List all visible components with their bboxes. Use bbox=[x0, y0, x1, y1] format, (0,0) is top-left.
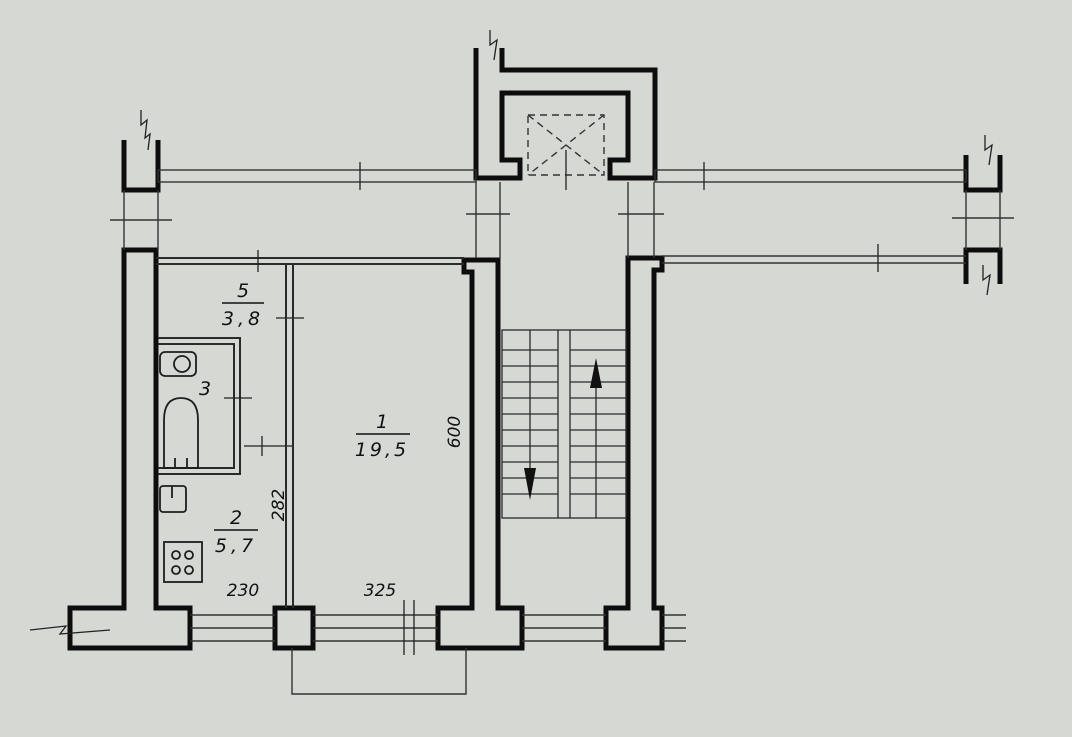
windows bbox=[190, 600, 686, 695]
room-1-area: 19,5 bbox=[355, 439, 409, 461]
room-1-number: 1 bbox=[376, 411, 388, 433]
window-pier bbox=[272, 605, 316, 651]
window-kitchen bbox=[190, 614, 275, 642]
left-wall-stub bbox=[121, 140, 161, 193]
window-room bbox=[313, 600, 438, 655]
dimension-labels: 600 282 230 325 bbox=[227, 416, 465, 601]
kitchen-width-dimension: 230 bbox=[227, 581, 259, 601]
staircase bbox=[501, 329, 627, 519]
structural-walls bbox=[67, 48, 1003, 651]
toilet-icon bbox=[159, 351, 197, 377]
break-line-right-top bbox=[984, 135, 993, 166]
room-5-area: 3,8 bbox=[222, 308, 264, 330]
sink-icon bbox=[159, 485, 187, 513]
top-wall-right bbox=[654, 169, 967, 183]
shaft-block bbox=[473, 48, 658, 181]
window-right bbox=[662, 614, 686, 642]
room-2-number: 2 bbox=[230, 507, 242, 529]
right-wall-stub-bottom bbox=[963, 247, 1003, 284]
stove-icon bbox=[163, 541, 203, 583]
corridor-lines bbox=[110, 162, 1014, 272]
room-1-label: 1 19,5 bbox=[355, 411, 410, 461]
room-width-dimension: 325 bbox=[364, 581, 396, 601]
break-line-shaft bbox=[489, 30, 498, 61]
window-stairs bbox=[522, 614, 606, 642]
room-3-number: 3 bbox=[199, 378, 211, 400]
break-line-left-top bbox=[140, 110, 151, 151]
right-wall-stub-top bbox=[963, 155, 1003, 193]
bathtub-icon bbox=[163, 397, 199, 469]
fixtures bbox=[159, 351, 203, 583]
break-line-right-bottom bbox=[982, 265, 991, 296]
partitions bbox=[156, 250, 464, 608]
top-wall-left bbox=[157, 169, 477, 183]
break-lines bbox=[29, 30, 993, 635]
balcony-outline bbox=[291, 648, 467, 695]
bathroom-partition bbox=[158, 337, 241, 475]
room-2-area: 5,7 bbox=[215, 535, 257, 557]
stair-right-wall bbox=[603, 255, 665, 651]
break-line-bottom-left bbox=[29, 625, 111, 635]
room-labels: 5 3,8 3 1 19,5 2 5,7 bbox=[199, 280, 410, 557]
shaft-x-mark bbox=[527, 114, 605, 190]
room-3-label: 3 bbox=[199, 378, 211, 400]
stair-arrow-down-icon bbox=[524, 468, 536, 500]
left-outer-wall bbox=[67, 247, 193, 651]
room-5-label: 5 3,8 bbox=[222, 280, 264, 330]
room-2-label: 2 5,7 bbox=[214, 507, 258, 557]
center-wall bbox=[435, 257, 525, 651]
room-depth-dimension: 600 bbox=[445, 416, 465, 448]
stair-arrow-up-icon bbox=[590, 358, 602, 388]
room-5-number: 5 bbox=[237, 280, 249, 302]
kitchen-depth-dimension: 282 bbox=[269, 489, 289, 521]
